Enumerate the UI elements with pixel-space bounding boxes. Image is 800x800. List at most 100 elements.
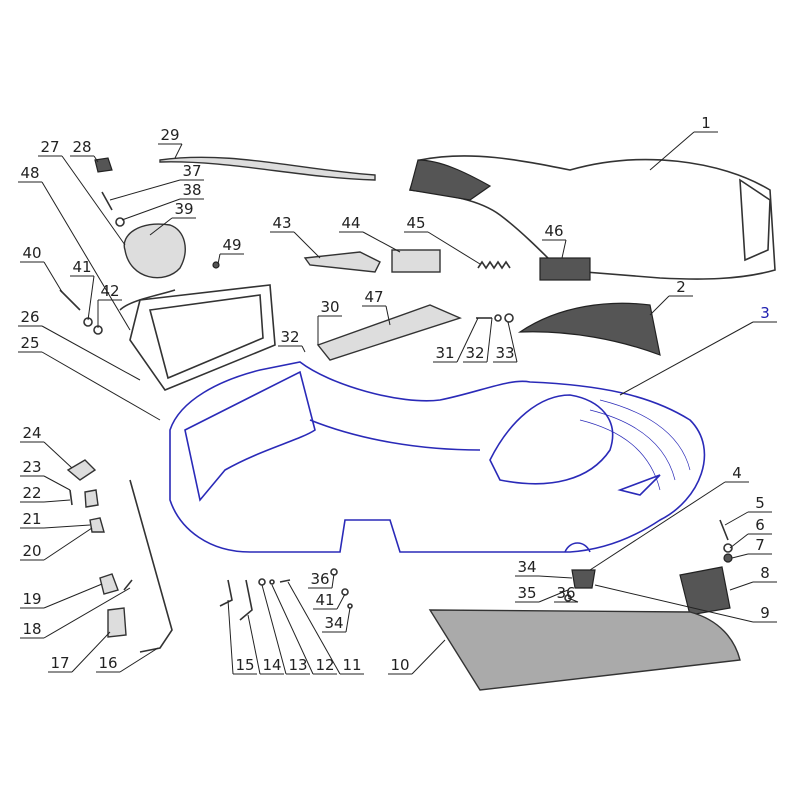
leader-line	[649, 131, 695, 171]
part-label-28: 28	[72, 138, 91, 156]
leader-line	[43, 583, 103, 609]
leader-line	[41, 351, 161, 421]
leader-line	[247, 614, 261, 675]
leader-line	[43, 587, 131, 639]
leader-line	[411, 639, 446, 675]
leader-line	[336, 593, 346, 610]
part-label-42: 42	[100, 282, 119, 300]
part-label-33: 33	[495, 344, 514, 362]
part-label-25: 25	[20, 334, 39, 352]
leader-line	[729, 581, 754, 591]
leader-line	[619, 321, 754, 396]
part-label-21: 21	[22, 510, 41, 528]
part-label-22: 22	[22, 484, 41, 502]
leader-line	[174, 143, 183, 159]
leader-line	[538, 575, 573, 579]
leader-line	[119, 647, 159, 673]
part-label-2: 2	[676, 278, 686, 296]
part-label-7: 7	[755, 536, 765, 554]
part-label-41: 41	[315, 591, 334, 609]
part-label-37: 37	[182, 162, 201, 180]
part-label-13: 13	[288, 656, 307, 674]
leader-line	[43, 475, 71, 491]
part-label-1: 1	[701, 114, 711, 132]
part-label-3: 3	[760, 304, 770, 322]
part-label-17: 17	[50, 654, 69, 672]
part-label-35: 35	[517, 584, 536, 602]
part-label-16: 16	[98, 654, 117, 672]
leader-line	[71, 631, 111, 673]
leader-lines	[18, 131, 777, 675]
leader-line	[261, 584, 287, 675]
sidecar-body	[169, 361, 706, 553]
part-label-45: 45	[406, 214, 425, 232]
leader-line	[43, 441, 73, 469]
part-label-36: 36	[310, 570, 329, 588]
part-label-27: 27	[40, 138, 59, 156]
leader-line	[594, 584, 754, 623]
leader-line	[731, 553, 749, 559]
part-label-5: 5	[755, 494, 765, 512]
leader-line	[87, 275, 95, 321]
leader-line	[649, 295, 670, 316]
part-label-29: 29	[160, 126, 179, 144]
part-label-38: 38	[182, 181, 201, 199]
part-spring-45	[477, 260, 511, 270]
part-trim-47	[316, 304, 462, 361]
part-block-46	[539, 257, 591, 281]
leader-line	[427, 231, 481, 265]
part-small-31-33	[476, 313, 514, 323]
part-label-46: 46	[544, 222, 563, 240]
part-label-30: 30	[320, 298, 339, 316]
part-label-32: 32	[465, 344, 484, 362]
part-strap	[159, 156, 376, 181]
part-label-44: 44	[341, 214, 360, 232]
leader-line	[589, 481, 726, 571]
part-label-24: 24	[22, 424, 41, 442]
leader-line	[385, 305, 391, 326]
part-label-10: 10	[390, 656, 409, 674]
part-hood-mechanism	[94, 157, 220, 279]
leader-line	[43, 261, 63, 293]
leader-line	[43, 524, 91, 529]
leader-line	[93, 155, 99, 163]
part-label-9: 9	[760, 604, 770, 622]
leader-line	[41, 325, 141, 381]
part-label-6: 6	[755, 516, 765, 534]
part-label-39: 39	[174, 200, 193, 218]
leader-line	[538, 589, 569, 603]
leader-line	[301, 345, 306, 353]
part-label-14: 14	[262, 656, 281, 674]
leader-line	[567, 597, 579, 603]
part-left-fittings	[66, 459, 133, 638]
part-label-26: 26	[20, 308, 39, 326]
leader-line	[507, 321, 518, 363]
part-seat-cover	[408, 155, 776, 280]
part-label-12: 12	[315, 656, 334, 674]
part-rod-16	[129, 479, 173, 653]
part-hood-frame	[119, 284, 276, 391]
leader-line	[41, 181, 131, 331]
leader-line	[227, 599, 234, 675]
part-label-49: 49	[222, 236, 241, 254]
leader-line	[61, 155, 126, 246]
leader-line	[109, 179, 181, 201]
leader-line	[561, 239, 567, 259]
leader-line	[331, 573, 335, 589]
leader-line	[287, 581, 341, 675]
part-right-fittings	[564, 519, 733, 616]
part-floorboard-10	[428, 609, 741, 691]
part-label-41: 41	[72, 258, 91, 276]
leader-line	[729, 533, 749, 549]
leader-line	[271, 584, 314, 675]
leader-line	[43, 527, 93, 561]
leader-line	[293, 231, 321, 259]
leader-line	[217, 253, 221, 265]
part-label-34: 34	[324, 614, 343, 632]
part-label-15: 15	[235, 656, 254, 674]
leader-line	[149, 217, 173, 236]
leader-line	[362, 231, 401, 253]
